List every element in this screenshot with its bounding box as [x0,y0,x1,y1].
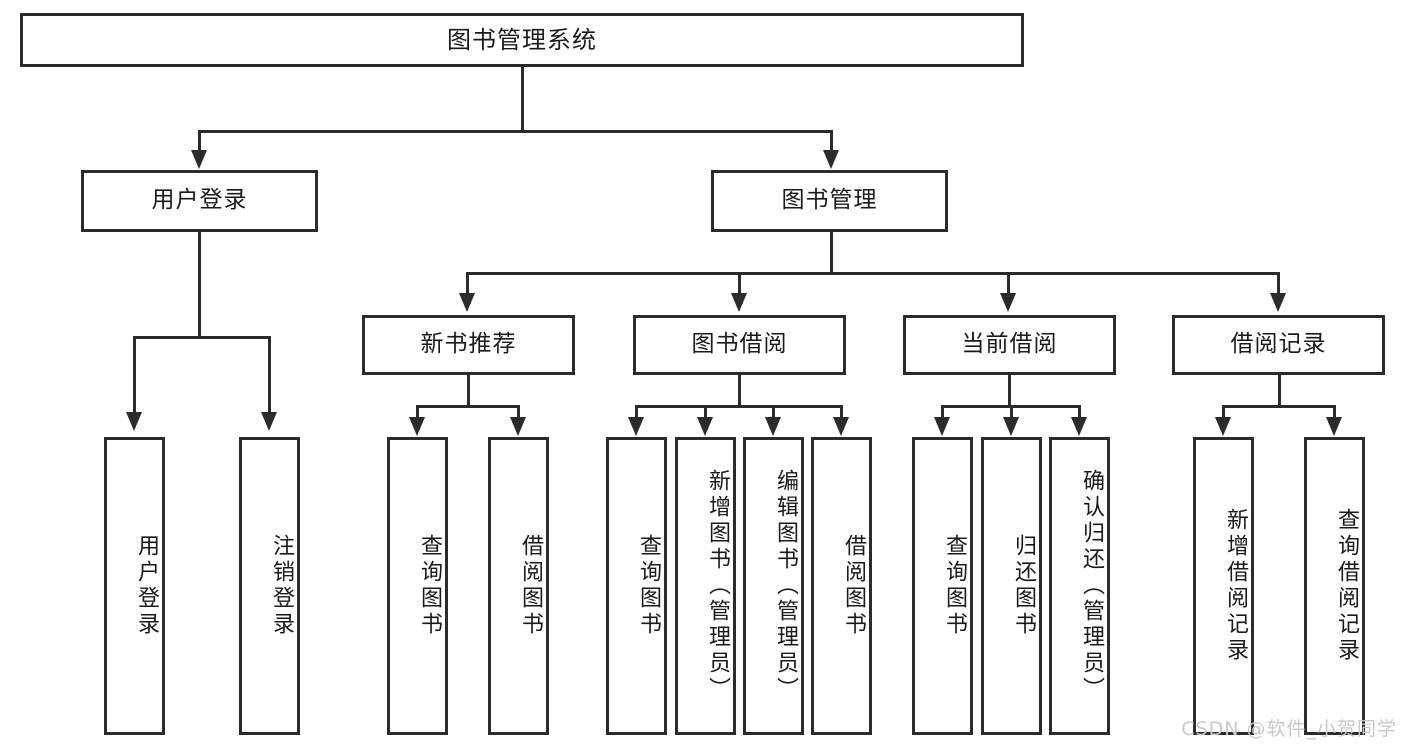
edge-to-current-borrow [1007,272,1010,295]
arrow-new-book-leaf-2 [510,417,526,436]
edge-new-book-stem [467,375,470,408]
node-book-management[interactable]: 图书管理 [711,170,948,232]
leaf-current-borrow-confirm-return[interactable]: 确认归还（管理员） [1049,437,1110,735]
edge-book-borrow-stem [738,375,741,408]
edge-borrow-record-to-leaf-1 [1222,405,1225,420]
arrow-borrow-record-leaf-1 [1215,417,1231,436]
edge-book-borrow-to-leaf-3 [772,405,775,420]
node-user-login[interactable]: 用户登录 [81,170,318,232]
arrow-current-borrow-leaf-3 [1071,417,1087,436]
arrow-current-borrow-leaf-1 [934,417,950,436]
leaf-user-login-login[interactable]: 用户登录 [104,437,165,735]
arrow-book-borrow-leaf-4 [833,417,849,436]
node-label: 借阅图书 [518,534,543,638]
node-label: 查询图书 [636,534,661,638]
edge-root-bus [198,130,833,133]
edge-user-login-stem [198,232,201,339]
node-label: 新书推荐 [420,331,517,358]
edge-book-borrow-to-leaf-1 [635,405,638,420]
arrow-to-current-borrow [1000,293,1016,312]
arrow-to-borrow-record [1270,293,1286,312]
node-label: 编辑图书（管理员） [773,469,798,703]
edge-book-borrow-bus [635,405,843,408]
leaf-borrow-record-add[interactable]: 新增借阅记录 [1193,437,1254,735]
edge-borrow-record-bus [1222,405,1336,408]
leaf-book-borrow-borrow[interactable]: 借阅图书 [811,437,872,735]
edge-book-borrow-to-leaf-4 [840,405,843,420]
edge-current-borrow-stem [1008,375,1011,408]
edge-book-mgmt-stem [830,232,833,275]
node-current-borrow[interactable]: 当前借阅 [903,315,1116,375]
edge-book-borrow-to-leaf-2 [704,405,707,420]
leaf-book-borrow-edit[interactable]: 编辑图书（管理员） [743,437,804,735]
node-root-system[interactable]: 图书管理系统 [20,13,1024,67]
node-label: 用户登录 [151,187,248,214]
leaf-book-borrow-query[interactable]: 查询图书 [606,437,667,735]
node-label: 查询图书 [417,534,442,638]
node-label: 图书管理 [781,187,878,214]
arrow-to-new-book [459,293,475,312]
edge-root-to-book-mgmt [830,130,833,152]
arrow-book-borrow-leaf-2 [697,417,713,436]
leaf-book-borrow-add[interactable]: 新增图书（管理员） [675,437,736,735]
edge-root-stem [521,67,524,132]
leaf-user-login-logout[interactable]: 注销登录 [239,437,300,735]
edge-user-login-bus [133,336,271,339]
arrow-borrow-record-leaf-2 [1326,417,1342,436]
node-label: 当前借阅 [961,331,1058,358]
edge-root-to-user-login [198,130,201,152]
arrow-to-book-borrow [731,293,747,312]
node-label: 查询借阅记录 [1334,508,1359,664]
node-label: 确认归还（管理员） [1079,469,1104,703]
node-label: 用户登录 [134,534,159,638]
edge-to-borrow-record [1277,272,1280,295]
leaf-new-book-query[interactable]: 查询图书 [387,437,448,735]
edge-user-login-to-leaf-2 [268,336,271,414]
edge-user-login-to-leaf-1 [133,336,136,414]
node-label: 图书管理系统 [447,25,597,54]
node-label: 借阅记录 [1230,331,1327,358]
leaf-borrow-record-query[interactable]: 查询借阅记录 [1304,437,1365,735]
arrow-to-user-login-leaf-1 [126,412,142,431]
edge-current-borrow-to-leaf-3 [1078,405,1081,420]
leaf-current-borrow-return[interactable]: 归还图书 [981,437,1042,735]
node-label: 新增借阅记录 [1223,508,1248,664]
node-book-borrow[interactable]: 图书借阅 [633,315,846,375]
node-new-book-recommend[interactable]: 新书推荐 [362,315,575,375]
edge-borrow-record-stem [1278,375,1281,408]
node-label: 注销登录 [269,534,294,638]
edge-borrow-record-to-leaf-2 [1333,405,1336,420]
arrow-book-borrow-leaf-3 [765,417,781,436]
arrow-book-borrow-leaf-1 [628,417,644,436]
node-label: 查询图书 [942,534,967,638]
edge-new-book-to-leaf-1 [416,405,419,420]
edge-to-book-borrow [738,272,741,295]
node-label: 借阅图书 [841,534,866,638]
edge-new-book-bus [416,405,520,408]
edge-to-new-book [466,272,469,295]
leaf-current-borrow-query[interactable]: 查询图书 [912,437,973,735]
arrow-new-book-leaf-1 [409,417,425,436]
arrow-to-book-mgmt [823,150,839,169]
leaf-new-book-borrow[interactable]: 借阅图书 [488,437,549,735]
edge-new-book-to-leaf-2 [517,405,520,420]
arrow-to-user-login [191,150,207,169]
edge-current-borrow-to-leaf-2 [1010,405,1013,420]
node-label: 图书借阅 [691,331,788,358]
arrow-current-borrow-leaf-2 [1003,417,1019,436]
node-label: 新增图书（管理员） [705,469,730,703]
edge-level3-bus [466,272,1280,275]
node-label: 归还图书 [1011,534,1036,638]
node-borrow-record[interactable]: 借阅记录 [1172,315,1385,375]
arrow-to-user-login-leaf-2 [261,412,277,431]
edge-current-borrow-to-leaf-1 [941,405,944,420]
